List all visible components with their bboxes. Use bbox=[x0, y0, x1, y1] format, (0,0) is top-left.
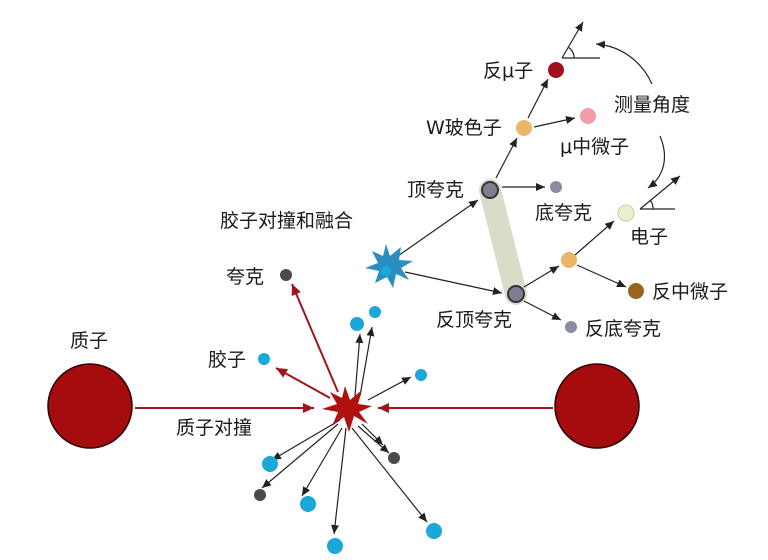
electron-label: 电子 bbox=[630, 226, 668, 248]
gluon-dot bbox=[300, 496, 316, 512]
electron-dot bbox=[617, 204, 635, 222]
angle-marker-electron bbox=[639, 175, 681, 210]
anti-top-quark-label: 反顶夸克 bbox=[436, 309, 512, 331]
measure-angle-pointers bbox=[595, 40, 665, 189]
gluon-label: 胶子 bbox=[208, 349, 246, 371]
gluon-dot bbox=[327, 538, 343, 554]
gluon-dot bbox=[415, 369, 427, 381]
quark-dot bbox=[254, 489, 266, 501]
anti-top-quark-dot bbox=[507, 285, 525, 303]
quark-label: 夸克 bbox=[226, 266, 264, 288]
muon-neutrino-dot bbox=[580, 108, 596, 124]
gluon-dot bbox=[369, 306, 381, 318]
collision-spray bbox=[261, 326, 428, 535]
proton-right bbox=[554, 363, 640, 449]
measure-angle-label: 测量角度 bbox=[614, 94, 690, 116]
antineutrino-dot bbox=[628, 283, 644, 299]
top-quark-dot bbox=[481, 181, 499, 199]
gluon-dot bbox=[262, 456, 278, 472]
proton-label: 质子 bbox=[70, 330, 108, 352]
gluon-particles bbox=[258, 266, 442, 554]
gluon-dot bbox=[381, 266, 391, 276]
quark-dot bbox=[280, 269, 292, 281]
quark-particles bbox=[254, 269, 400, 501]
decay-arrows bbox=[394, 78, 627, 321]
bottom-quark-label: 底夸克 bbox=[535, 202, 592, 224]
antineutrino-label: 反中微子 bbox=[652, 281, 728, 303]
anti-bottom-quark-dot bbox=[565, 321, 577, 333]
top-quark-label: 顶夸克 bbox=[407, 179, 464, 201]
w-boson-dot-lower bbox=[561, 252, 577, 268]
arrow-to-quark bbox=[291, 283, 339, 393]
quark-dot bbox=[388, 452, 400, 464]
gluon-dot bbox=[350, 317, 364, 331]
collision-star bbox=[322, 386, 372, 432]
bottom-quark-dot bbox=[550, 181, 562, 193]
angle-marker-antimuon bbox=[561, 21, 600, 59]
antimuon-dot bbox=[548, 62, 564, 78]
anti-bottom-quark-label: 反底夸克 bbox=[585, 318, 661, 340]
w-boson-dot-upper bbox=[516, 120, 532, 136]
gluon-fusion-label: 胶子对撞和融合 bbox=[220, 210, 353, 232]
muon-neutrino-label: μ中微子 bbox=[560, 136, 629, 158]
antimuon-label: 反μ子 bbox=[483, 60, 533, 82]
arrow-to-gluon bbox=[275, 367, 331, 399]
gluon-dot bbox=[426, 523, 442, 539]
fusion-star bbox=[365, 244, 413, 288]
proton-collision-label: 质子对撞 bbox=[176, 417, 252, 439]
w-boson-label: W玻色子 bbox=[426, 117, 502, 139]
gluon-dot bbox=[258, 353, 270, 365]
top-antitop-bar bbox=[479, 179, 527, 305]
proton-left bbox=[47, 363, 133, 449]
